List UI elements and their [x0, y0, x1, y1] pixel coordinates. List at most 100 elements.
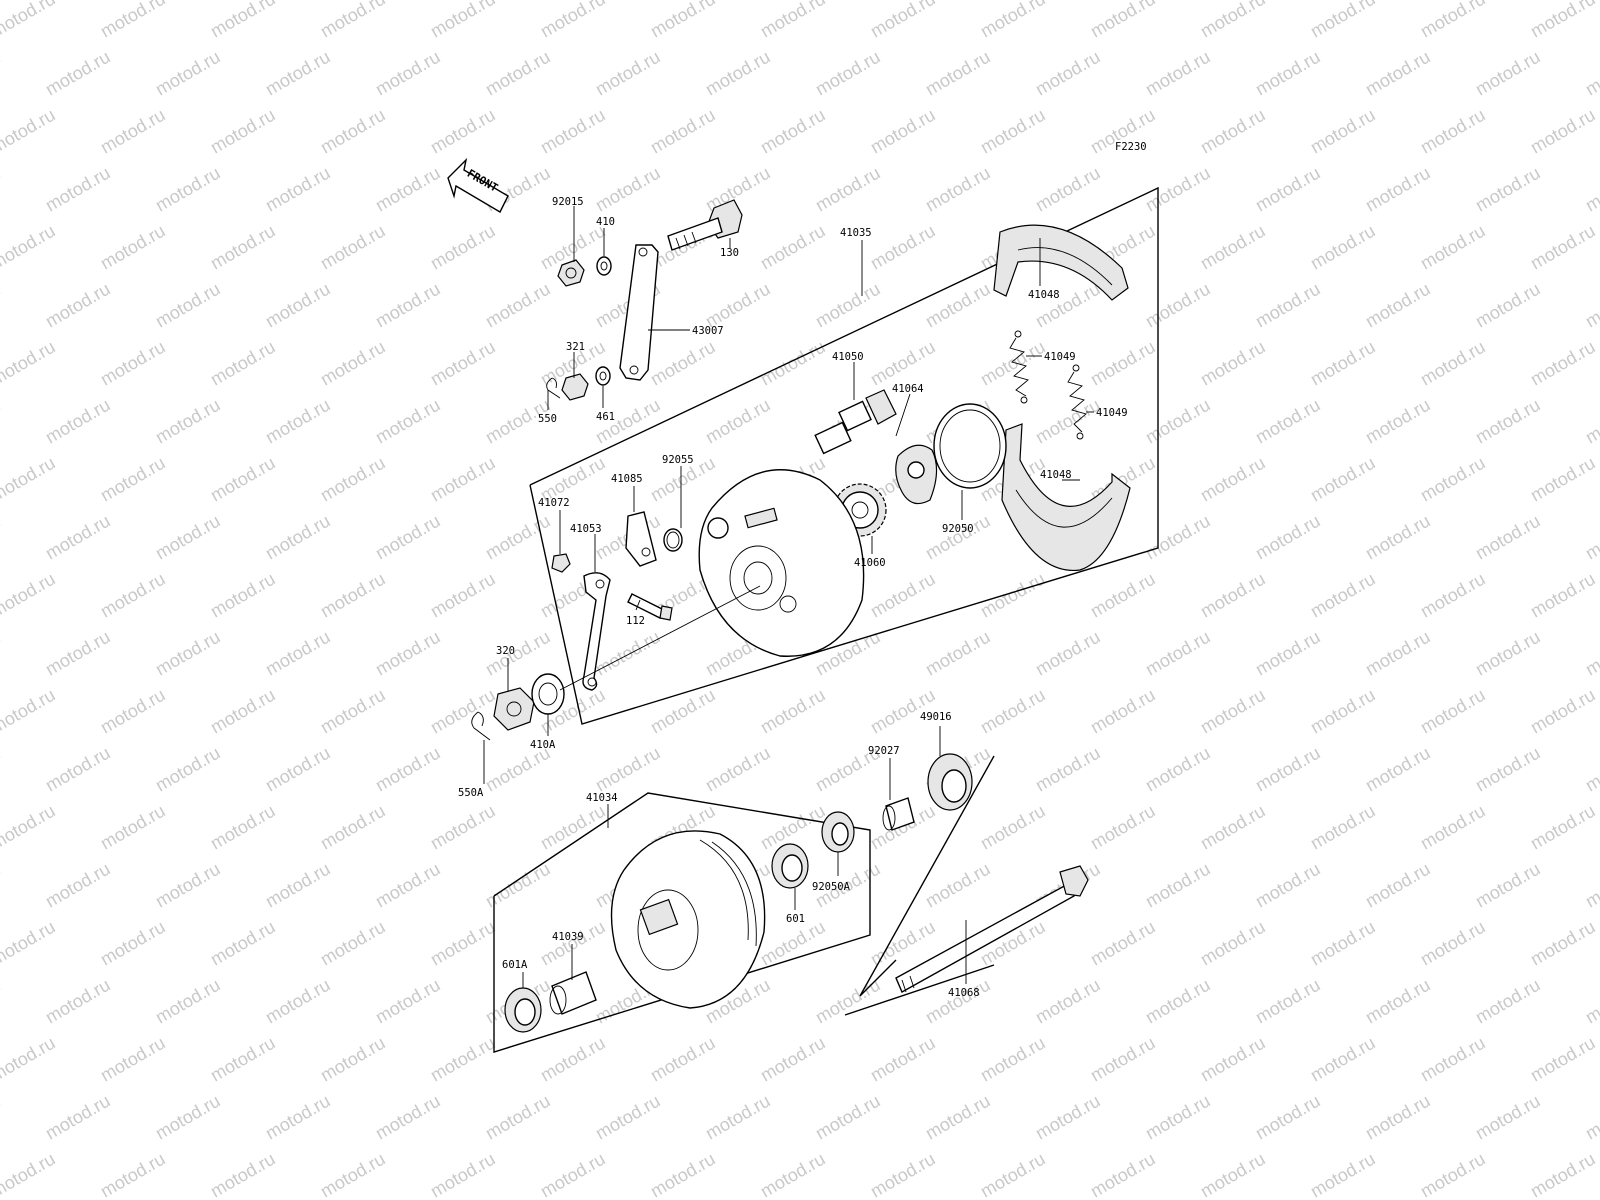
callout-92050A: 92050A	[812, 881, 851, 893]
watermark-text: motod.ru	[42, 511, 114, 564]
watermark-text: motod.ru	[977, 685, 1049, 738]
watermark-text: motod.ru	[1527, 0, 1599, 41]
callout-41064: 41064	[892, 383, 924, 395]
watermark-text: motod.ru	[482, 279, 554, 332]
watermark-text: motod.ru	[207, 1033, 279, 1086]
watermark-text: motod.ru	[922, 511, 994, 564]
watermark-text: motod.ru	[152, 395, 224, 448]
watermark-text: motod.ru	[152, 279, 224, 332]
watermark-text: motod.ru	[1142, 279, 1214, 332]
watermark-text: motod.ru	[867, 0, 939, 41]
watermark-text: motod.ru	[977, 1033, 1049, 1086]
watermark-text: motod.ru	[42, 743, 114, 796]
watermark-text: motod.ru	[1527, 1033, 1599, 1086]
watermark-text: motod.ru	[427, 917, 499, 970]
watermark-text: motod.ru	[1527, 685, 1599, 738]
callout-410: 410	[596, 216, 615, 228]
callout-461: 461	[596, 411, 615, 423]
watermark-text: motod.ru	[152, 47, 224, 100]
watermark-text: motod.ru	[1197, 105, 1269, 158]
watermark-text: motod.ru	[537, 105, 609, 158]
watermark-text: motod.ru	[207, 0, 279, 41]
watermark-text: motod.ru	[1472, 743, 1544, 796]
watermark-text: motod.ru	[1582, 975, 1600, 1028]
washer-461	[595, 366, 611, 386]
castle-nut-320	[493, 687, 535, 731]
seal-49016	[927, 753, 973, 811]
watermark-text: motod.ru	[42, 395, 114, 448]
watermark-text: motod.ru	[0, 47, 4, 100]
watermark-text: motod.ru	[262, 975, 334, 1028]
watermark-text: motod.ru	[97, 1033, 169, 1086]
watermark-text: motod.ru	[317, 0, 389, 41]
watermark-text: motod.ru	[1252, 163, 1324, 216]
watermark-text: motod.ru	[1252, 859, 1324, 912]
watermark-text: motod.ru	[427, 685, 499, 738]
watermark-text: motod.ru	[1362, 859, 1434, 912]
watermark-text: motod.ru	[1582, 627, 1600, 680]
seal-92050A	[821, 811, 855, 853]
watermark-text: motod.ru	[977, 801, 1049, 854]
watermark-text: motod.ru	[207, 917, 279, 970]
watermark-text: motod.ru	[0, 221, 59, 274]
watermark-text: motod.ru	[152, 859, 224, 912]
watermark-text: motod.ru	[1527, 917, 1599, 970]
brake-shoe-lower-41048	[1001, 423, 1131, 572]
callout-320: 320	[496, 645, 515, 657]
castle-nut-321	[561, 373, 589, 401]
watermark-text: motod.ru	[1197, 221, 1269, 274]
watermark-text: motod.ru	[1472, 47, 1544, 100]
watermark-text: motod.ru	[1307, 569, 1379, 622]
watermark-text: motod.ru	[1252, 627, 1324, 680]
watermark-text: motod.ru	[262, 511, 334, 564]
callout-41039: 41039	[552, 931, 584, 943]
watermark-text: motod.ru	[1362, 975, 1434, 1028]
watermark-text: motod.ru	[1417, 569, 1489, 622]
callout-41048-upper: 41048	[1028, 289, 1060, 301]
watermark-text: motod.ru	[1582, 163, 1600, 216]
watermark-text: motod.ru	[0, 917, 59, 970]
axle-break-lines	[844, 755, 995, 1016]
watermark-text: motod.ru	[207, 801, 279, 854]
watermark-text: motod.ru	[1472, 395, 1544, 448]
watermark-text: motod.ru	[0, 337, 59, 390]
watermark-text: motod.ru	[1472, 627, 1544, 680]
diagram-code: F2230	[1115, 141, 1147, 153]
watermark-text: motod.ru	[0, 569, 59, 622]
watermark-text: motod.ru	[1307, 917, 1379, 970]
watermark-text: motod.ru	[592, 163, 664, 216]
watermark-text: motod.ru	[1417, 917, 1489, 970]
watermark-text: motod.ru	[207, 685, 279, 738]
watermark-text: motod.ru	[757, 1033, 829, 1086]
watermark-text: motod.ru	[757, 0, 829, 41]
watermark-text: motod.ru	[97, 917, 169, 970]
watermark-text: motod.ru	[1417, 221, 1489, 274]
watermark-text: motod.ru	[372, 859, 444, 912]
watermark-text: motod.ru	[647, 1033, 719, 1086]
callout-41050: 41050	[832, 351, 864, 363]
watermark-text: motod.ru	[867, 337, 939, 390]
watermark-text: motod.ru	[1142, 163, 1214, 216]
watermark-text: motod.ru	[1307, 453, 1379, 506]
watermark-text: motod.ru	[592, 47, 664, 100]
nut-92015	[557, 259, 585, 287]
watermark-text: motod.ru	[262, 859, 334, 912]
watermark-text: motod.ru	[757, 105, 829, 158]
watermark-text: motod.ru	[702, 279, 774, 332]
watermark-text: motod.ru	[42, 1091, 114, 1144]
watermark-text: motod.ru	[977, 105, 1049, 158]
watermark-text: motod.ru	[1417, 105, 1489, 158]
watermark-text: motod.ru	[262, 163, 334, 216]
watermark-text: motod.ru	[1582, 859, 1600, 912]
callout-112: 112	[626, 615, 645, 627]
cotter-pin-550	[546, 377, 561, 399]
callout-601A: 601A	[502, 959, 528, 971]
watermark-text: motod.ru	[1527, 221, 1599, 274]
watermark-text: motod.ru	[702, 1091, 774, 1144]
watermark-text: motod.ru	[812, 163, 884, 216]
watermark-text: motod.ru	[427, 453, 499, 506]
watermark-text: motod.ru	[1142, 395, 1214, 448]
watermark-text: motod.ru	[1307, 1033, 1379, 1086]
watermark-text: motod.ru	[152, 1091, 224, 1144]
watermark-text: motod.ru	[1362, 1091, 1434, 1144]
